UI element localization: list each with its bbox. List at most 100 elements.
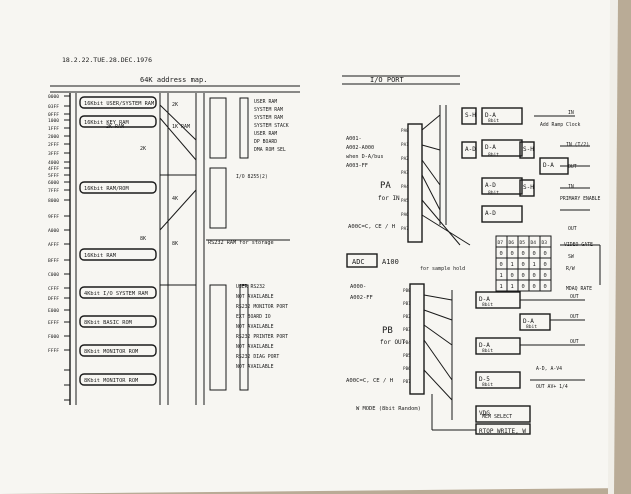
pa-address-line: A003-FF xyxy=(346,163,368,169)
address-label: 6000 xyxy=(48,180,59,186)
bus-size-label: 8K xyxy=(140,236,146,242)
truth-table-cell: 1 xyxy=(511,284,514,290)
pb-label: PB xyxy=(382,326,393,336)
address-label: DFFF xyxy=(48,296,59,302)
memory-block: 8Kbit MONITOR ROM xyxy=(79,344,157,357)
side-label: DP BOARD xyxy=(254,139,277,145)
side-label: SYSTEM STACK xyxy=(254,123,289,129)
bus-size-label: 2K xyxy=(172,102,178,108)
pa-label: PA xyxy=(380,181,391,191)
right-annotation: PRIMARY ENABLE xyxy=(560,196,601,202)
memory-block: 16Kbit KEY RAM xyxy=(79,115,157,128)
port-bit-label: PA7 xyxy=(401,226,409,232)
address-label: 2FFF xyxy=(48,142,59,148)
truth-table-header: D3 xyxy=(542,240,548,246)
port-bit-label: PB4 xyxy=(403,340,411,346)
adc-box xyxy=(346,253,378,268)
side-label: DMA ROM SEL xyxy=(254,147,286,153)
address-label: CFFF xyxy=(48,286,59,292)
address-label: 1000 xyxy=(48,118,59,124)
truth-table-cell: 0 xyxy=(544,262,547,268)
io-block: A-D xyxy=(461,141,477,159)
address-column: 000003FF0FFF10001FFF20002FFF3FFF40004FFF… xyxy=(48,94,70,401)
pb-address-line: A002-FF xyxy=(350,295,373,301)
io-block-label: A-D xyxy=(465,146,476,153)
memory-block-label: 8Kbit MONITOR ROM xyxy=(84,349,138,355)
bus-size-label: 8K xyxy=(172,241,178,247)
io-block: S-H xyxy=(519,179,535,197)
memory-block-label: 8Kbit MONITOR ROM xyxy=(84,378,138,384)
pa-address-line: A002-A000 xyxy=(346,145,374,151)
io-block: A-D xyxy=(481,177,523,195)
truth-table-cell: 0 xyxy=(522,284,525,290)
address-label: 03FF xyxy=(48,104,59,110)
io-label: RS232 PRINTER PORT xyxy=(236,334,288,340)
right-annotation: OUT xyxy=(568,226,577,232)
right-annotation: R/W xyxy=(566,266,575,272)
io-block: S-H xyxy=(519,141,535,159)
port-bit-label: PA5 xyxy=(401,198,409,204)
address-label: 2000 xyxy=(48,134,59,140)
side-label: SYSTEM RAM xyxy=(254,115,283,121)
io-block-sublabel: 8bit xyxy=(488,190,499,196)
address-label: 8000 xyxy=(48,198,59,204)
address-label: 7FFF xyxy=(48,188,59,194)
bus-size-label: 2K xyxy=(140,146,146,152)
memory-block: 8Kbit MONITOR ROM xyxy=(79,373,157,386)
io-block-sublabel: 8bit xyxy=(526,324,537,330)
address-label: F000 xyxy=(48,334,59,340)
truth-table-cell: 0 xyxy=(544,251,547,257)
right-annotation: IN (T/2) xyxy=(566,142,589,148)
address-label: 9FFF xyxy=(48,214,59,220)
io-block-sublabel: 8bit xyxy=(482,302,493,308)
pc-line-2: A00C=C, CE / H xyxy=(346,378,393,384)
address-label: BFFF xyxy=(48,258,59,264)
io-block: D-A xyxy=(481,107,523,125)
address-label: FFFF xyxy=(48,348,59,354)
port-bit-label: PB2 xyxy=(403,314,411,320)
right-annotation: MDAQ RATE xyxy=(566,286,592,292)
port-bit-label: PB0 xyxy=(403,288,411,294)
right-annotation: Add Ramp Clock xyxy=(540,122,581,128)
port-bit-label: PB7 xyxy=(403,379,411,385)
io-block-label: D-A xyxy=(523,318,534,325)
io-block: D-A xyxy=(475,337,521,355)
pc-line: A00C=C, CE / H xyxy=(348,224,395,230)
io-block-sublabel: 8bit xyxy=(488,118,499,124)
io-label: I/O 8255(2) xyxy=(236,174,268,180)
address-label: A000 xyxy=(48,228,59,234)
right-annotation: OUT xyxy=(570,314,579,320)
io-port-title: I/O PORT xyxy=(370,76,405,84)
pb-address-line: A000- xyxy=(350,284,366,290)
truth-table-header: D6 xyxy=(509,240,515,246)
side-label: USER RAM xyxy=(254,99,277,105)
port-bit-label: PB1 xyxy=(403,301,411,307)
truth-table-header: D4 xyxy=(531,240,537,246)
truth-table-cell: 1 xyxy=(500,284,503,290)
memory-block: 16Kbit USER/SYSTEM RAM xyxy=(79,96,157,109)
io-label: NOT AVAILABLE xyxy=(236,344,274,350)
port-bit-label: PB5 xyxy=(403,353,411,359)
io-block-label: A-D xyxy=(485,182,496,189)
port-bit-label: PA6 xyxy=(401,212,409,218)
truth-table-cell: 0 xyxy=(511,273,514,279)
port-bit-label: PB6 xyxy=(403,366,411,372)
io-block-label: D-A xyxy=(485,144,496,151)
pb-address-lines: A000- A002-FF xyxy=(350,284,373,301)
pa-sublabel: for IN xyxy=(378,195,400,202)
io-block-label: D-A xyxy=(485,112,496,119)
truth-table-cell: 0 xyxy=(522,262,525,268)
right-annotation: OUT xyxy=(570,339,579,345)
io-block-sublabel: 8bit xyxy=(482,382,493,388)
memory-blocks: 16Kbit USER/SYSTEM RAM 16Kbit KEY RAM 16Kb… xyxy=(79,96,157,386)
truth-table-cell: 0 xyxy=(544,284,547,290)
right-annotation: A-D, A-V4 xyxy=(536,366,562,372)
truth-table-cell: 0 xyxy=(533,273,536,279)
memory-block-label: 16Kbit RAM/ROM xyxy=(84,186,129,192)
io-block-label: D-A xyxy=(479,296,490,303)
pa-bus xyxy=(421,105,471,246)
